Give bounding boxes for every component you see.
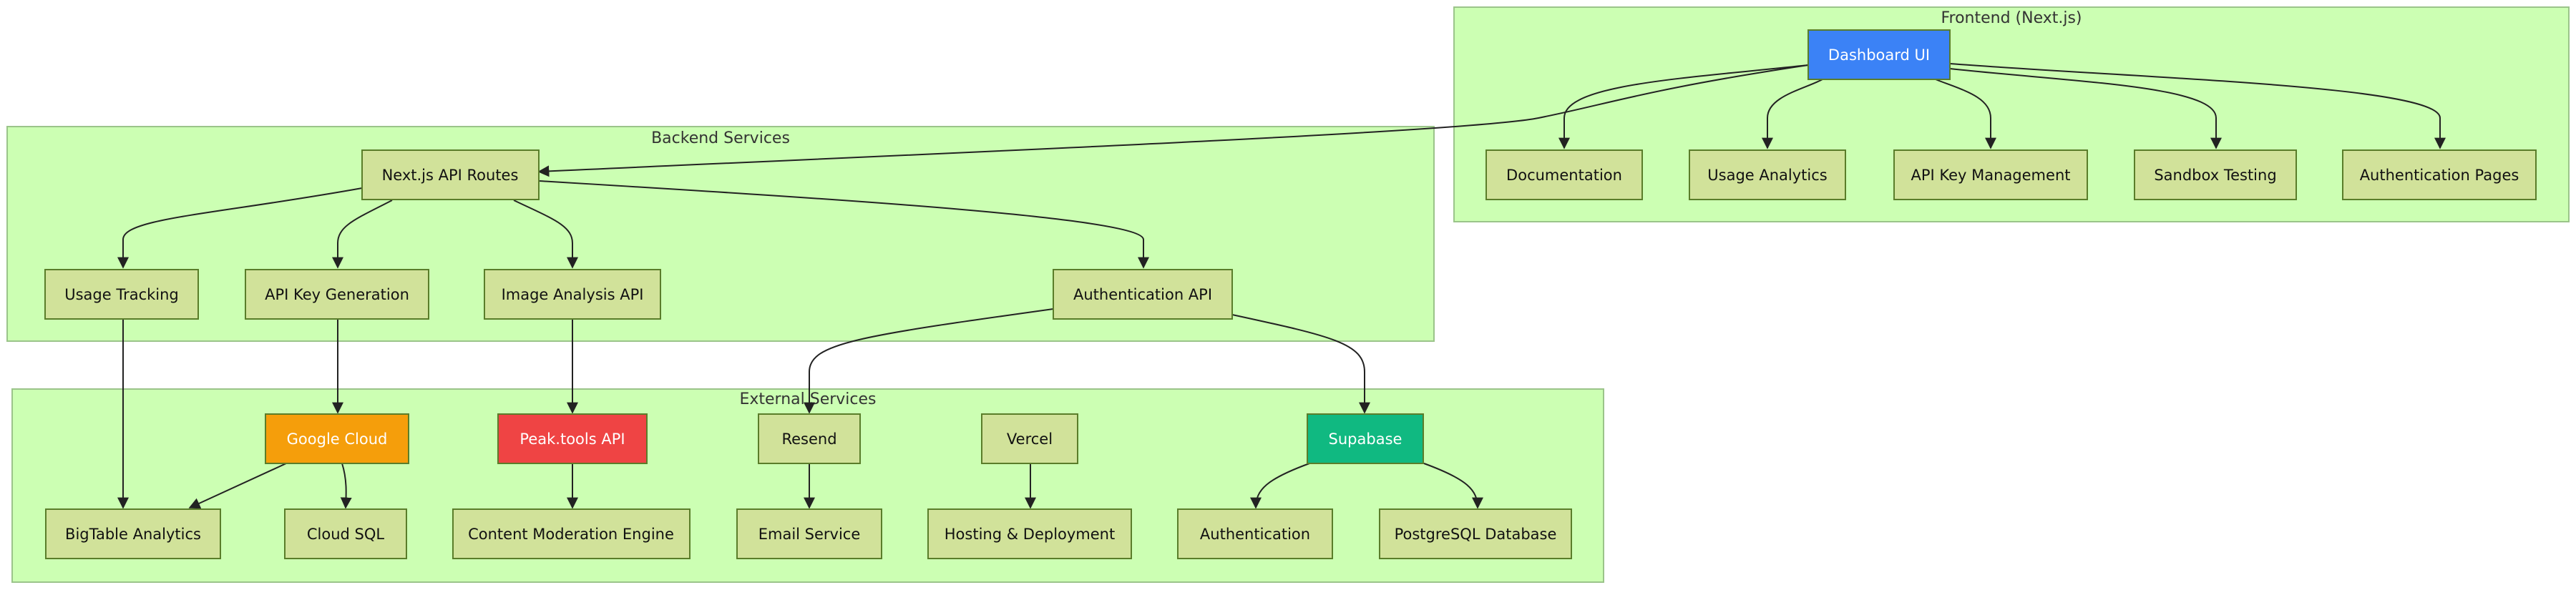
node-dashboard-ui[interactable]: Dashboard UI <box>1807 29 1951 80</box>
node-email-service-label: Email Service <box>758 526 861 543</box>
node-postgresql-database-label: PostgreSQL Database <box>1395 526 1557 543</box>
node-authentication-api[interactable]: Authentication API <box>1053 269 1233 320</box>
node-api-key-generation-label: API Key Generation <box>265 286 409 303</box>
edge-google-cloud-to-cloud-sql <box>340 463 352 509</box>
edge-supabase-to-authentication <box>1250 463 1310 509</box>
node-api-key-management-label: API Key Management <box>1911 167 2071 184</box>
edge-nextjs-api-routes-to-usage-tracking <box>117 187 363 269</box>
edge-dashboard-ui-to-nextjs-api-routes <box>537 64 1809 177</box>
node-resend-label: Resend <box>781 431 836 448</box>
edge-dashboard-ui-to-api-key-management <box>1935 79 1996 149</box>
node-usage-analytics[interactable]: Usage Analytics <box>1689 149 1846 200</box>
node-authentication[interactable]: Authentication <box>1177 508 1333 559</box>
node-usage-tracking-label: Usage Tracking <box>64 286 179 303</box>
node-usage-tracking[interactable]: Usage Tracking <box>44 269 199 320</box>
edge-authentication-api-to-supabase <box>1231 314 1370 414</box>
node-api-key-management[interactable]: API Key Management <box>1893 149 2088 200</box>
node-dashboard-ui-label: Dashboard UI <box>1828 46 1930 64</box>
node-authentication-pages[interactable]: Authentication Pages <box>2342 149 2537 200</box>
node-cloud-sql[interactable]: Cloud SQL <box>284 508 407 559</box>
node-api-key-generation[interactable]: API Key Generation <box>245 269 429 320</box>
node-supabase-label: Supabase <box>1329 431 1402 448</box>
node-email-service[interactable]: Email Service <box>736 508 882 559</box>
node-cloud-sql-label: Cloud SQL <box>307 526 385 543</box>
edge-nextjs-api-routes-to-api-key-generation <box>332 200 393 269</box>
node-image-analysis-api[interactable]: Image Analysis API <box>484 269 661 320</box>
node-sandbox-testing-label: Sandbox Testing <box>2154 167 2276 184</box>
node-documentation-label: Documentation <box>1506 167 1622 184</box>
node-hosting-deployment-label: Hosting & Deployment <box>945 526 1115 543</box>
node-supabase[interactable]: Supabase <box>1307 413 1424 464</box>
node-documentation[interactable]: Documentation <box>1485 149 1643 200</box>
node-peak-tools-api-label: Peak.tools API <box>519 431 625 448</box>
edge-google-cloud-to-bigtable-analytics <box>188 463 287 509</box>
node-content-moderation-engine-label: Content Moderation Engine <box>468 526 674 543</box>
nodes: Dashboard UI Documentation Usage Analyti… <box>44 29 2537 559</box>
cluster-backend-title: Backend Services <box>651 129 790 147</box>
node-peak-tools-api[interactable]: Peak.tools API <box>497 413 648 464</box>
node-authentication-pages-label: Authentication Pages <box>2360 167 2519 184</box>
node-google-cloud-label: Google Cloud <box>287 431 388 448</box>
node-usage-analytics-label: Usage Analytics <box>1707 167 1827 184</box>
cluster-frontend-title: Frontend (Next.js) <box>1941 9 2082 27</box>
edge-nextjs-api-routes-to-authentication-api <box>538 180 1149 269</box>
node-authentication-label: Authentication <box>1200 526 1310 543</box>
node-vercel-label: Vercel <box>1007 431 1053 448</box>
node-bigtable-analytics-label: BigTable Analytics <box>65 526 201 543</box>
edge-dashboard-ui-to-authentication-pages <box>1949 63 2446 149</box>
node-authentication-api-label: Authentication API <box>1073 286 1212 303</box>
node-sandbox-testing[interactable]: Sandbox Testing <box>2134 149 2297 200</box>
edge-authentication-api-to-resend <box>804 308 1054 414</box>
node-postgresql-database[interactable]: PostgreSQL Database <box>1379 508 1572 559</box>
node-nextjs-api-routes[interactable]: Next.js API Routes <box>361 149 540 200</box>
node-vercel[interactable]: Vercel <box>981 413 1078 464</box>
edges <box>117 63 2446 509</box>
cluster-external-title: External Services <box>739 390 876 408</box>
edge-dashboard-ui-to-documentation <box>1558 64 1809 149</box>
node-image-analysis-api-label: Image Analysis API <box>502 286 644 303</box>
node-google-cloud[interactable]: Google Cloud <box>265 413 409 464</box>
edge-supabase-to-postgresql-database <box>1423 463 1483 509</box>
node-resend[interactable]: Resend <box>758 413 861 464</box>
edge-dashboard-ui-to-sandbox-testing <box>1949 68 2222 149</box>
node-bigtable-analytics[interactable]: BigTable Analytics <box>45 508 221 559</box>
edge-dashboard-ui-to-usage-analytics <box>1762 79 1823 149</box>
node-nextjs-api-routes-label: Next.js API Routes <box>382 167 519 184</box>
node-hosting-deployment[interactable]: Hosting & Deployment <box>927 508 1132 559</box>
edge-nextjs-api-routes-to-image-analysis-api <box>513 200 578 269</box>
node-content-moderation-engine[interactable]: Content Moderation Engine <box>452 508 691 559</box>
